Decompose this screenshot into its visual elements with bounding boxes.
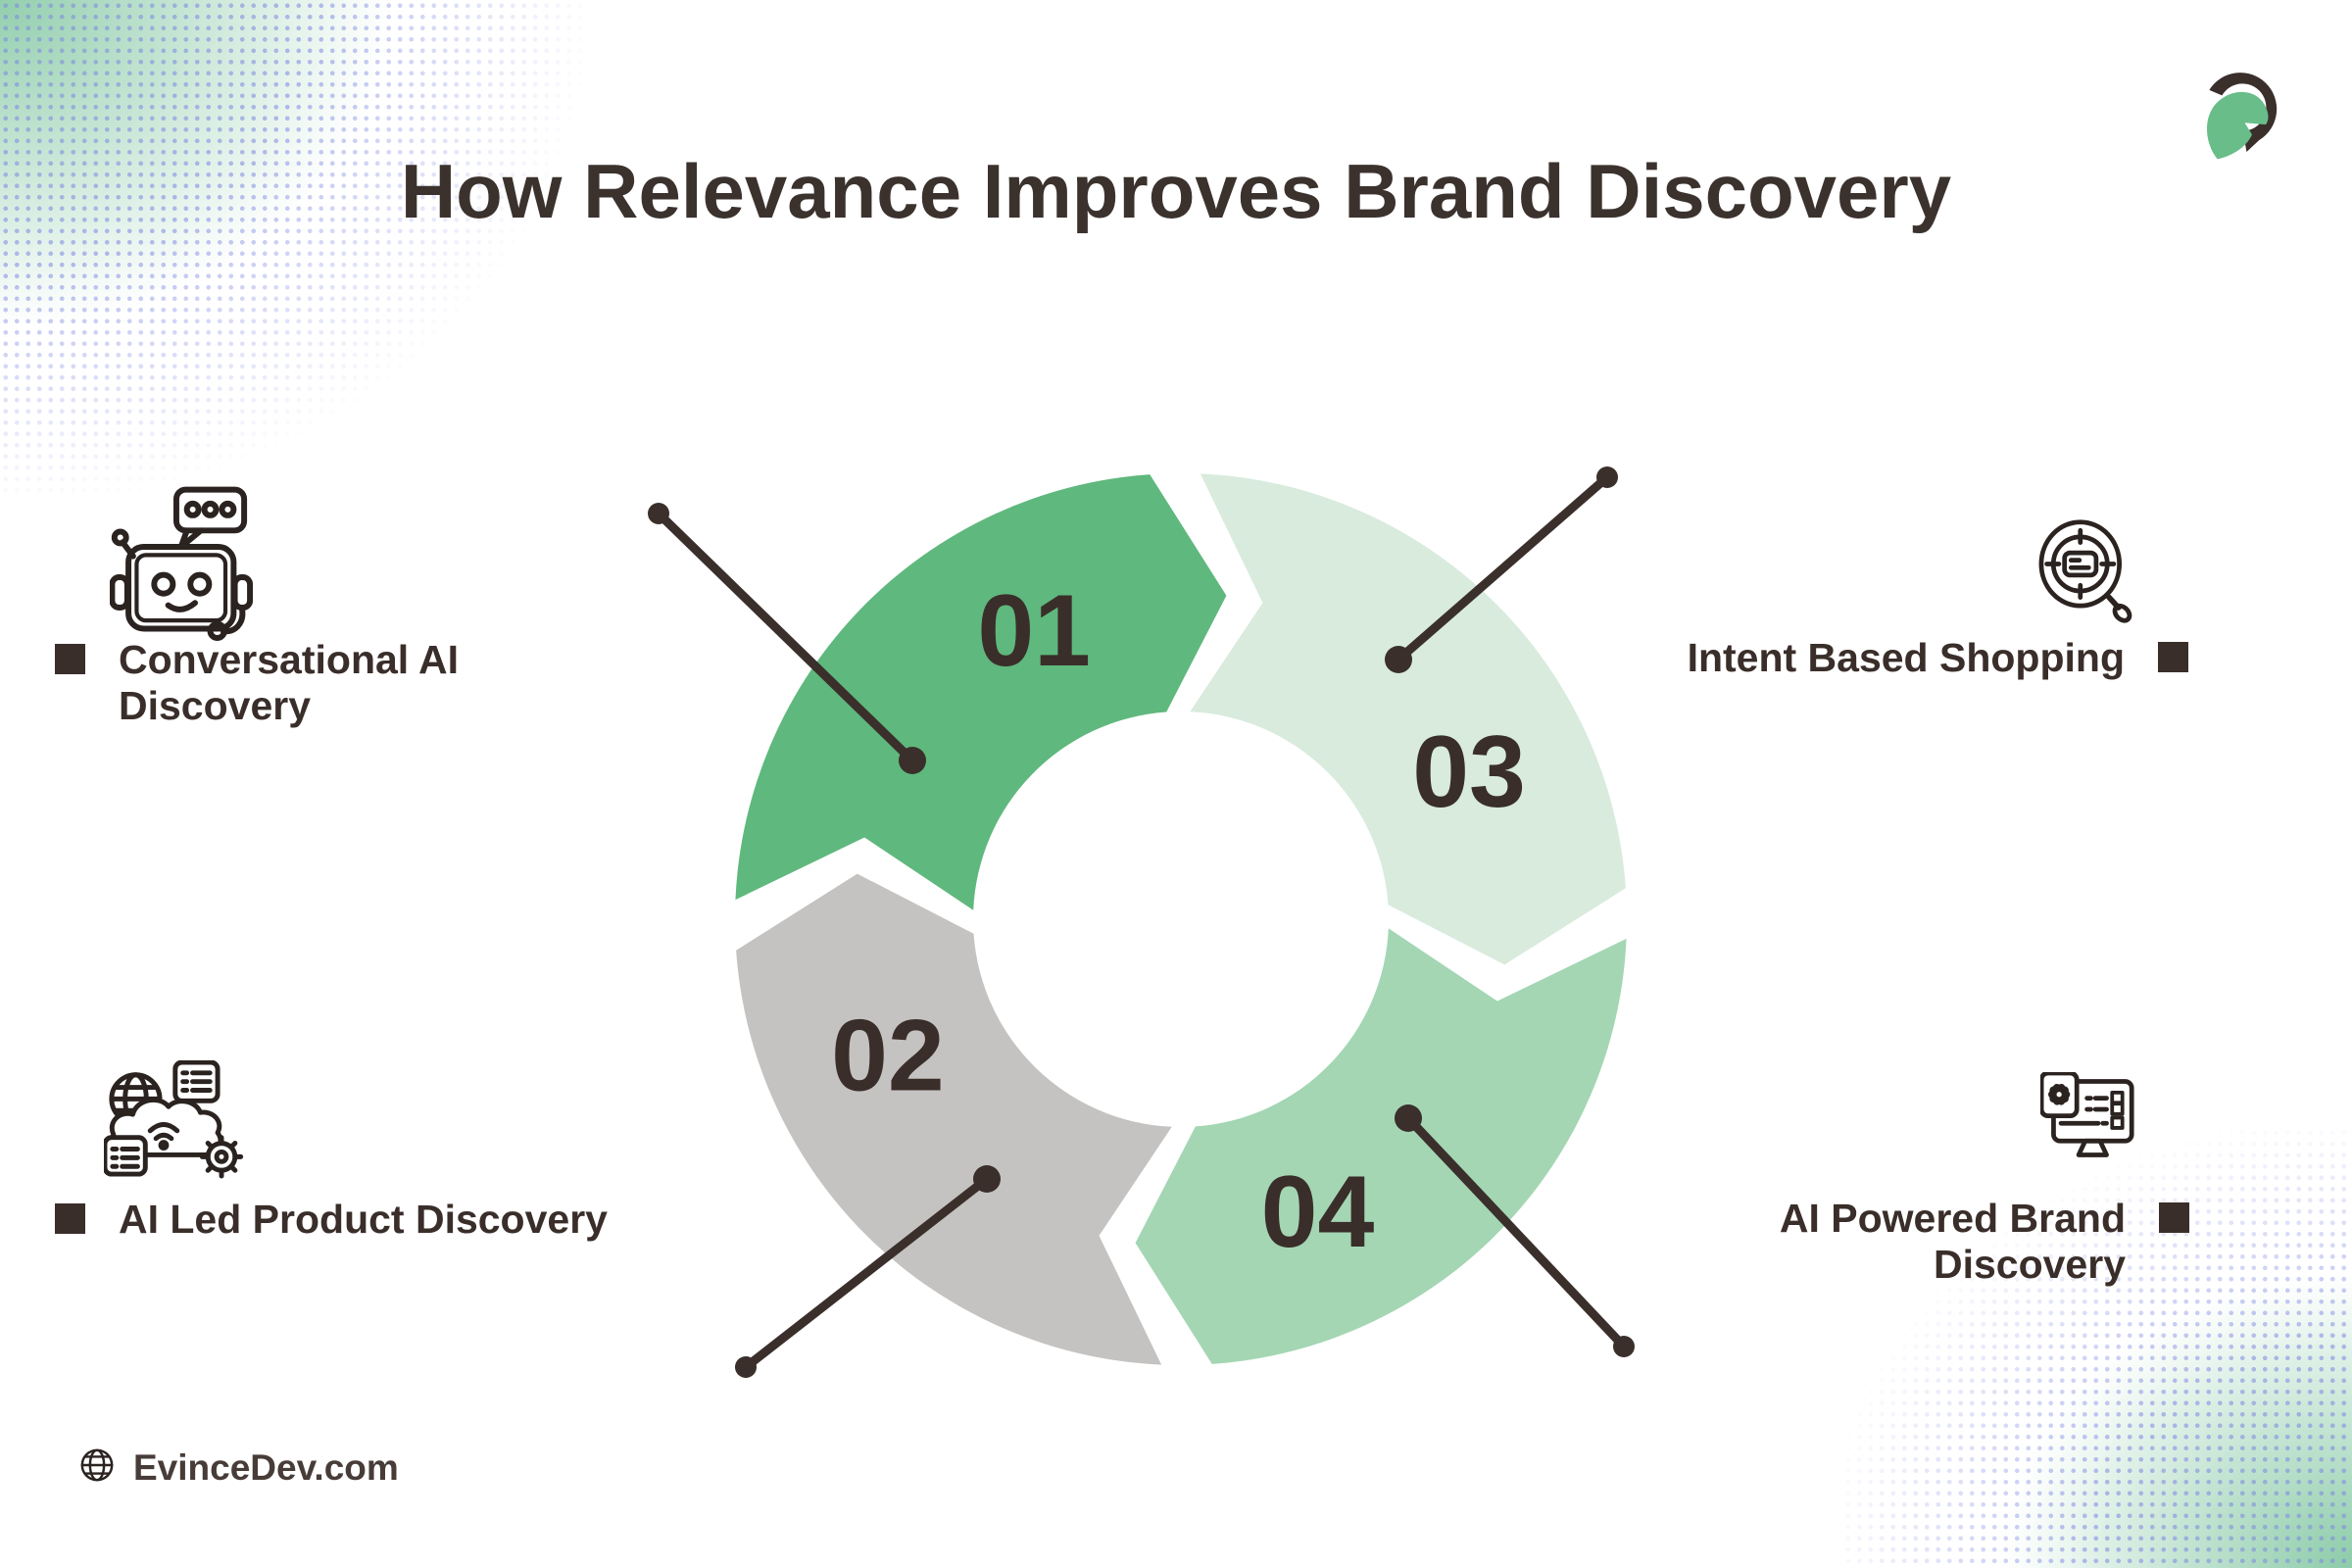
ring-segment-04 <box>1135 928 1627 1364</box>
callout-conversational-ai: Conversational AI Discovery <box>55 637 459 729</box>
connector-dot <box>1596 466 1618 488</box>
segment-number-01: 01 <box>977 574 1091 688</box>
callout-intent-based: Intent Based Shopping <box>1688 635 2188 681</box>
footer: EvinceDev.com <box>78 1446 399 1489</box>
callout-line: Discovery <box>119 683 312 728</box>
connector-dot <box>1385 646 1412 673</box>
segment-number-04: 04 <box>1261 1155 1375 1269</box>
callout-line: AI Led Product Discovery <box>119 1197 608 1242</box>
connector-dot <box>973 1165 1001 1193</box>
square-bullet-icon <box>55 1203 85 1234</box>
connector-dot <box>1395 1104 1422 1132</box>
square-bullet-icon <box>2158 642 2188 672</box>
callout-line: Conversational AI <box>119 637 460 682</box>
chatbot-icon <box>110 486 262 644</box>
callout-line: Discovery <box>1933 1242 2126 1287</box>
callout-line: AI Powered Brand <box>1779 1196 2126 1241</box>
segment-number-02: 02 <box>831 999 945 1112</box>
callout-ai-powered: AI Powered Brand Discovery <box>1780 1196 2189 1288</box>
connector-line <box>1396 473 1610 663</box>
globe-icon <box>78 1446 116 1489</box>
ring-segment-01 <box>735 474 1227 910</box>
ai-monitor-icon <box>2040 1072 2138 1182</box>
callout-line: Intent Based Shopping <box>1687 635 2125 680</box>
connector-dot <box>735 1356 757 1378</box>
connector-dot <box>1613 1336 1635 1357</box>
ring-segment-02 <box>736 873 1172 1365</box>
connector-line <box>743 1175 990 1371</box>
connector-line <box>1404 1114 1628 1350</box>
website-url: EvinceDev.com <box>133 1446 399 1488</box>
ai-cloud-icon <box>104 1060 282 1181</box>
ring-segment-03 <box>1190 473 1626 965</box>
connector-dot <box>899 747 926 774</box>
evincedev-logo-icon <box>2193 63 2285 165</box>
segment-number-03: 03 <box>1412 715 1526 829</box>
intent-target-search-icon <box>2036 517 2134 627</box>
connector-dot <box>648 503 669 524</box>
callout-ai-led: AI Led Product Discovery <box>55 1197 608 1243</box>
square-bullet-icon <box>55 644 85 674</box>
page-title: How Relevance Improves Brand Discovery <box>400 148 1952 234</box>
connector-line <box>655 510 916 764</box>
square-bullet-icon <box>2159 1202 2189 1233</box>
